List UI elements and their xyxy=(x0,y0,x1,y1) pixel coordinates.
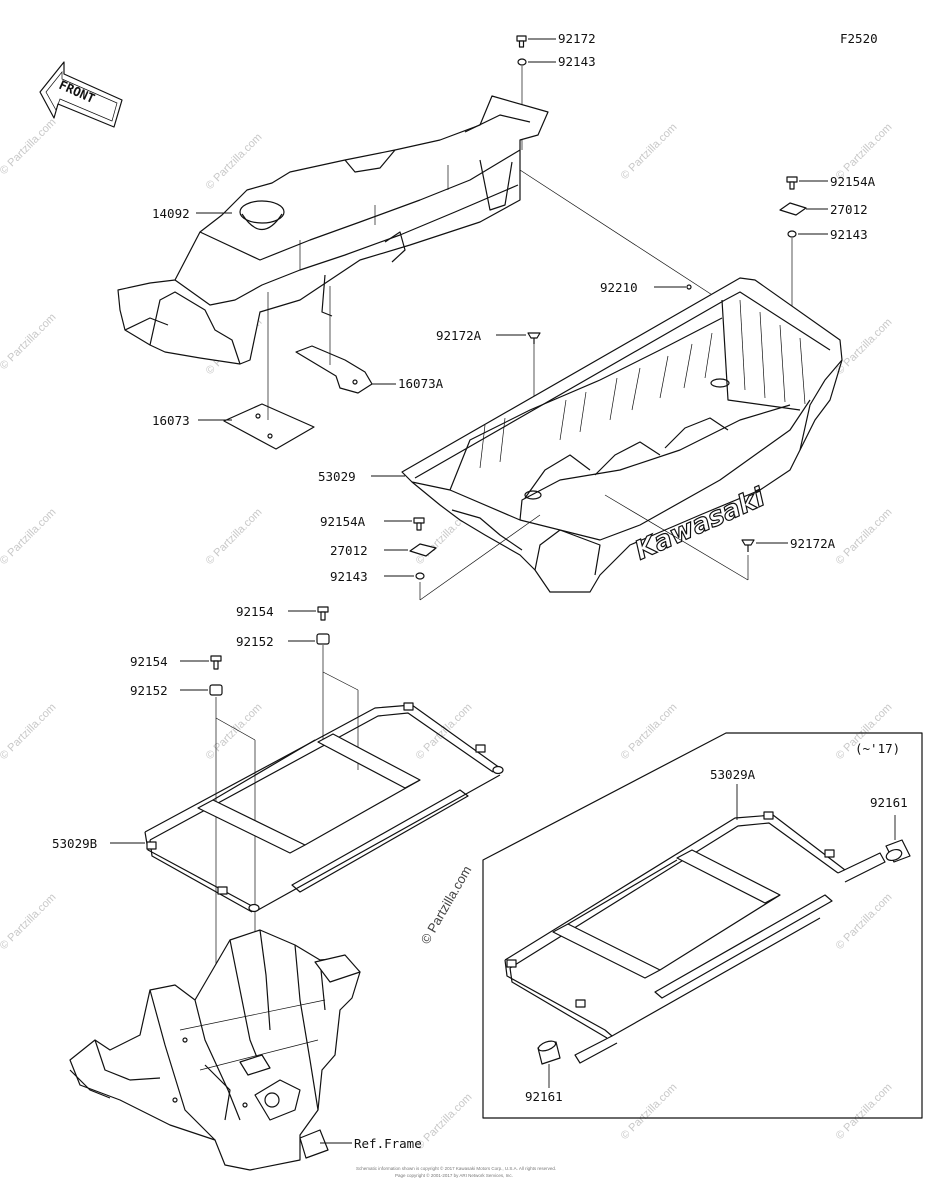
part-16073-pad xyxy=(223,403,315,450)
watermark: © Partzilla.com xyxy=(0,506,59,567)
copyright-line: Page copyright © 2001-2017 by ARI Networ… xyxy=(395,1172,513,1178)
watermark: © Partzilla.com xyxy=(204,506,265,567)
bolt-92154A-icon xyxy=(413,517,425,531)
watermark: © Partzilla.com xyxy=(0,116,59,177)
part-14092-cover xyxy=(117,95,549,365)
watermark-center: © Partzilla.com xyxy=(418,863,475,946)
watermark: © Partzilla.com xyxy=(204,131,265,192)
label-92172A: 92172A xyxy=(790,536,836,551)
figure-code: F2520 xyxy=(840,31,878,46)
label-92143: 92143 xyxy=(830,227,868,242)
watermark: © Partzilla.com xyxy=(834,1081,895,1142)
label-53029A: 53029A xyxy=(710,767,756,782)
nut-92152-icon xyxy=(209,684,223,696)
copyright-line: Schematic information shown is copyright… xyxy=(356,1165,556,1171)
label-92154A: 92154A xyxy=(830,174,876,189)
label-92161: 92161 xyxy=(870,795,908,810)
label-92152: 92152 xyxy=(130,683,168,698)
label-92143: 92143 xyxy=(330,569,368,584)
label-92172A: 92172A xyxy=(436,328,482,343)
label-92154: 92154 xyxy=(236,604,274,619)
watermark: © Partzilla.com xyxy=(0,891,59,952)
part-53029A-frame xyxy=(504,811,886,1064)
variant-date-note: (~'17) xyxy=(855,741,900,756)
watermark: © Partzilla.com xyxy=(0,701,59,762)
label-92172: 92172 xyxy=(558,31,596,46)
sleeve-92161-icon xyxy=(537,1040,561,1065)
watermark: © Partzilla.com xyxy=(834,121,895,182)
label-53029B: 53029B xyxy=(52,836,97,851)
watermark: © Partzilla.com xyxy=(834,506,895,567)
watermark: © Partzilla.com xyxy=(204,701,265,762)
label-53029: 53029 xyxy=(318,469,356,484)
washer-92143-icon xyxy=(787,230,797,238)
part-53029B-frame xyxy=(144,702,504,913)
bolt-92172-icon xyxy=(516,35,527,48)
nut-92152-icon xyxy=(316,633,330,645)
label-92154: 92154 xyxy=(130,654,168,669)
washer-92143-icon xyxy=(517,58,527,66)
washer-92143-icon xyxy=(415,572,425,580)
variant-inset-box xyxy=(482,732,923,1119)
bolt-92154A-icon xyxy=(786,176,798,190)
bolt-92154-icon xyxy=(210,655,222,670)
label-16073: 16073 xyxy=(152,413,190,428)
watermark: © Partzilla.com xyxy=(619,121,680,182)
watermark: © Partzilla.com xyxy=(834,891,895,952)
label-27012: 27012 xyxy=(830,202,868,217)
part-53029-cargo-bed: Kawasaki xyxy=(401,277,843,593)
bolt-92154-icon xyxy=(317,606,329,621)
screw-92172A-icon xyxy=(741,539,755,552)
watermark: © Partzilla.com xyxy=(619,701,680,762)
label-92154A: 92154A xyxy=(320,514,366,529)
screw-92172A-icon xyxy=(527,332,541,344)
label-92143: 92143 xyxy=(558,54,596,69)
watermark: © Partzilla.com xyxy=(834,316,895,377)
sleeve-92161-icon xyxy=(885,839,911,863)
watermark-layer: © Partzilla.com © Partzilla.com © Partzi… xyxy=(0,116,895,1152)
part-ref-frame xyxy=(69,929,361,1171)
ref-frame-label: Ref.Frame xyxy=(354,1136,422,1151)
label-92152: 92152 xyxy=(236,634,274,649)
label-14092: 14092 xyxy=(152,206,190,221)
label-16073A: 16073A xyxy=(398,376,444,391)
watermark: © Partzilla.com xyxy=(0,311,59,372)
part-16073A-strap xyxy=(295,345,373,394)
clip-27012-icon xyxy=(409,543,437,557)
clip-27012-icon xyxy=(779,202,807,216)
watermark: © Partzilla.com xyxy=(619,1081,680,1142)
label-92161: 92161 xyxy=(525,1089,563,1104)
front-arrow-icon: FRONT xyxy=(39,61,123,128)
label-27012: 27012 xyxy=(330,543,368,558)
watermark: © Partzilla.com xyxy=(414,1091,475,1152)
label-92210: 92210 xyxy=(600,280,638,295)
